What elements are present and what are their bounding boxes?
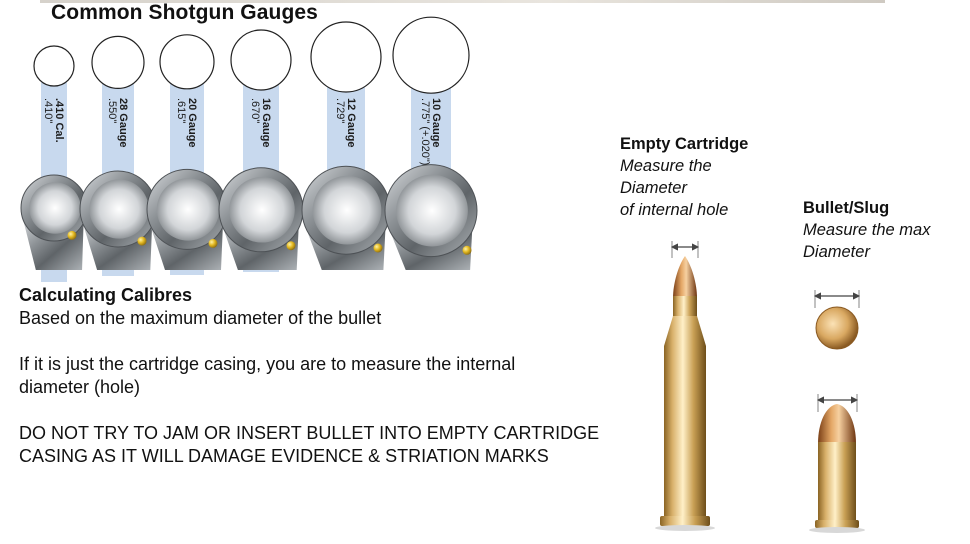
- gauge-diameter-circle: [310, 21, 382, 93]
- calculating-heading: Calculating Calibres: [19, 285, 193, 305]
- shotgun-barrel: [146, 168, 228, 270]
- calculating-warning: DO NOT TRY TO JAM OR INSERT BULLET INTO …: [19, 423, 600, 466]
- gauge-diameter-circle: [159, 34, 215, 90]
- gauge-label: 10 Gauge.775" (+.020"): [419, 98, 442, 165]
- shotgun-barrel: [301, 165, 391, 270]
- bead-sight: [462, 245, 472, 255]
- top-decorative-strip: [40, 0, 885, 3]
- gauge-diameter: .550": [106, 98, 118, 123]
- gauge-name: 16 Gauge: [260, 98, 272, 148]
- shotgun-barrel: [218, 167, 304, 270]
- gauge-label: 28 Gauge.550": [106, 98, 129, 148]
- cartridge-bullet-tip: [673, 256, 697, 298]
- gauge-name: 28 Gauge: [117, 98, 129, 148]
- shotgun-barrel: [384, 164, 478, 270]
- gauge-name: 12 Gauge: [345, 98, 357, 148]
- bullet-slug-note: Measure the max Diameter: [803, 221, 931, 261]
- gauge-diameter: .410": [42, 98, 54, 123]
- gauge-name: 20 Gauge: [186, 98, 198, 148]
- empty-cartridge-caption: Empty Cartridge Measure the Diameter of …: [620, 133, 790, 221]
- bullet-slug-caption: Bullet/Slug Measure the max Diameter: [803, 197, 963, 263]
- bead-sight: [373, 243, 383, 253]
- gauge-diameter-circle: [33, 45, 75, 87]
- bead-sight: [286, 241, 296, 251]
- gauge-name: .410 Cal.: [53, 98, 65, 143]
- gauge-diameter: .729": [334, 98, 346, 123]
- bullet-slug-title: Bullet/Slug: [803, 199, 890, 217]
- gauge-diameter-circle: [392, 16, 470, 94]
- empty-cartridge-note: Measure the Diameter of internal hole: [620, 157, 729, 219]
- shotgun-barrel: [79, 170, 157, 270]
- gauge-label: 12 Gauge.729": [334, 98, 357, 148]
- shotgun-barrel: [20, 174, 88, 270]
- slug-ball: [813, 290, 861, 350]
- gauge-name: 10 Gauge: [430, 98, 442, 148]
- gauge-label: 16 Gauge.670": [249, 98, 272, 148]
- gauge-diameter-circle: [230, 29, 292, 91]
- gauge-diameter-circle: [91, 35, 145, 90]
- rifle-cartridge: [655, 241, 715, 531]
- gauge-diameter: .670": [249, 98, 261, 123]
- gauge-chart-title: Common Shotgun Gauges: [51, 1, 318, 24]
- bead-sight: [208, 238, 218, 248]
- calculating-line-1: Based on the maximum diameter of the bul…: [19, 308, 382, 328]
- empty-cartridge-title: Empty Cartridge: [620, 135, 749, 153]
- bead-sight: [137, 236, 147, 246]
- gauge-diameter: .615": [175, 98, 187, 123]
- gauge-diameter: .775" (+.020"): [419, 98, 431, 165]
- gauge-label: 20 Gauge.615": [175, 98, 198, 148]
- pistol-cartridge: [809, 394, 865, 533]
- cartridge-case: [664, 316, 706, 516]
- calculating-calibres-section: Calculating Calibres Based on the maximu…: [19, 284, 659, 468]
- ammunition-illustration: [655, 241, 865, 533]
- shotgun-gauge-illustration: .410 Cal..410" 28 Gauge.550" 20 Gauge.615"…: [20, 16, 478, 282]
- bead-sight: [67, 230, 77, 240]
- calculating-line-2: If it is just the cartridge casing, you …: [19, 354, 516, 397]
- gauge-label: .410 Cal..410": [42, 98, 65, 143]
